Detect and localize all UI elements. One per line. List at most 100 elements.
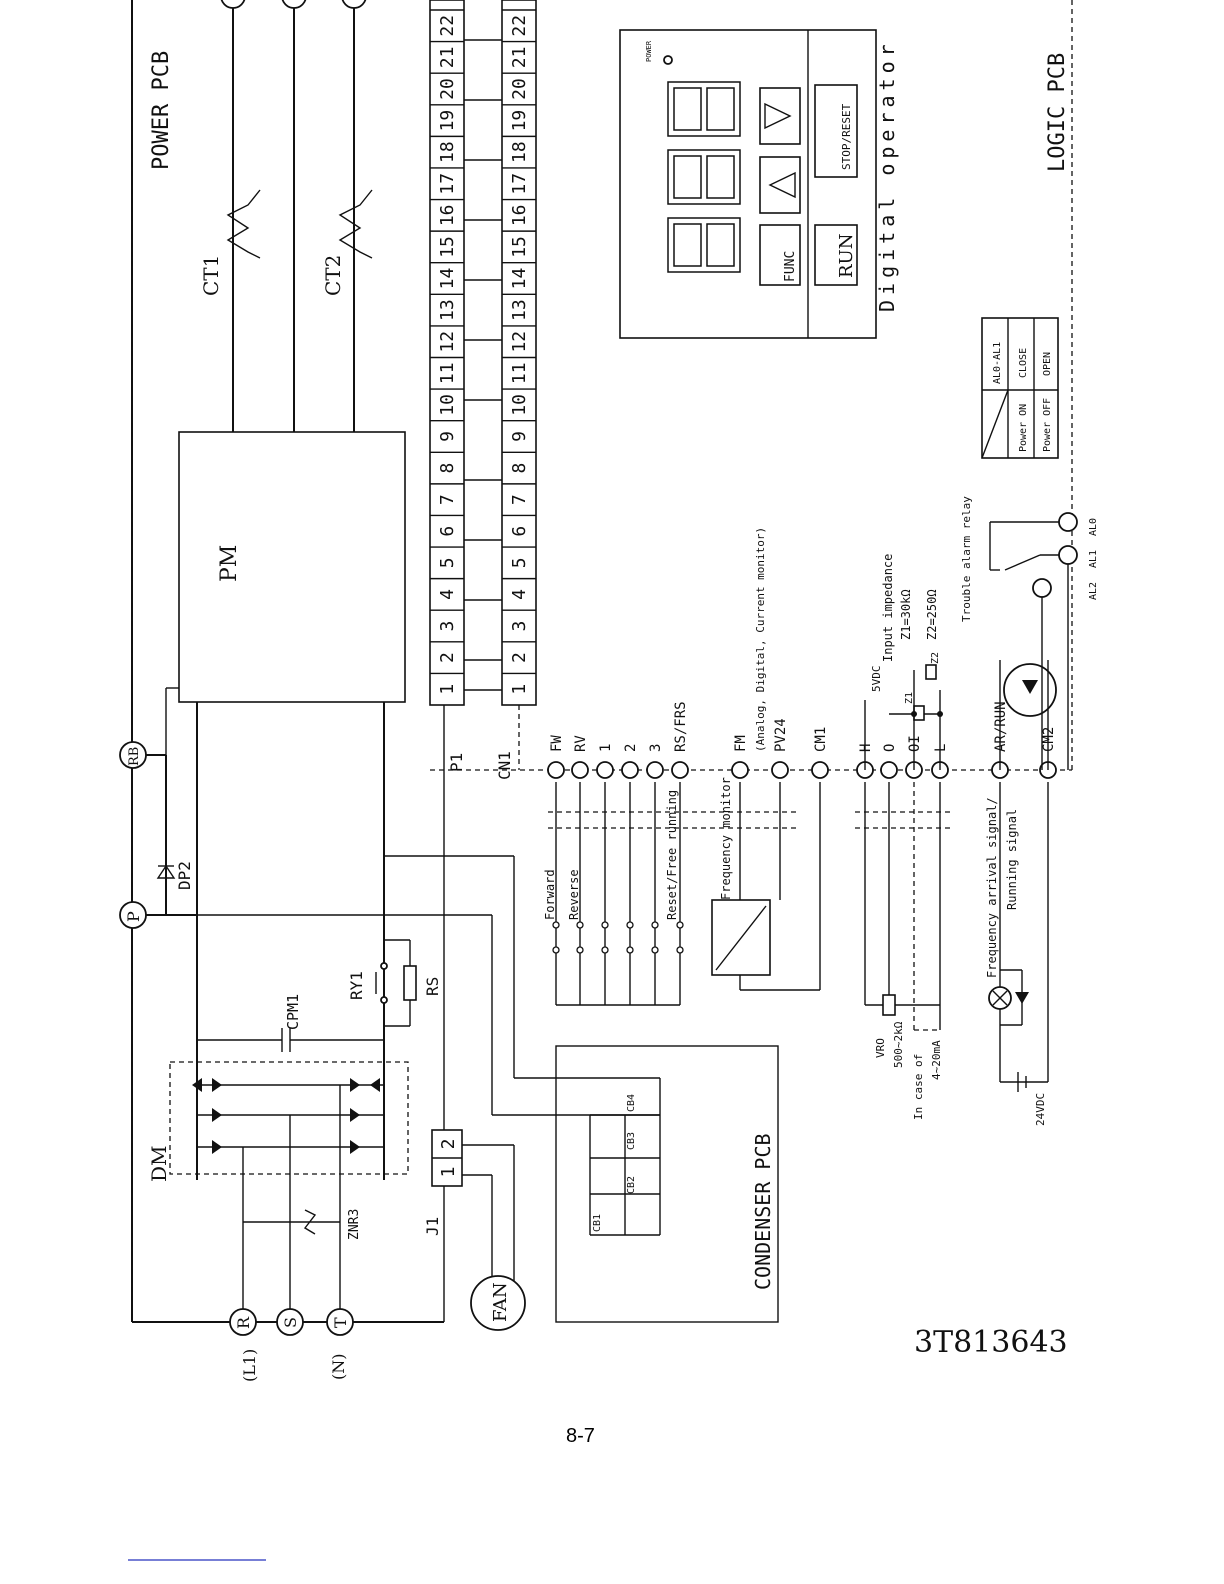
- terminal-1[interactable]: [571, 761, 589, 779]
- condenser-pcb-label: CONDENSER PCB: [751, 1133, 775, 1290]
- cn1-pin-16: 16: [509, 204, 530, 226]
- cn1-pin-4: 4: [509, 589, 530, 600]
- case-4-20b-label: 4~20mA: [930, 1040, 943, 1080]
- terminal-label-1: RV: [573, 735, 589, 752]
- run-button[interactable]: [814, 224, 858, 286]
- terminal-label-2: 1: [598, 744, 614, 752]
- terminal-label-5: RS/FRS: [673, 701, 689, 752]
- ry1-label: RY1: [347, 971, 366, 1000]
- forward-label: Forward: [543, 869, 557, 920]
- alarm-row-1-state: Power OFF: [1042, 398, 1053, 452]
- func-button[interactable]: [759, 224, 801, 286]
- p1-pin-11: 11: [437, 362, 458, 384]
- cn1-pin-13: 13: [509, 299, 530, 321]
- dm-label: DM: [147, 1145, 171, 1182]
- vro-label: VRO: [874, 1038, 887, 1058]
- seven-segment-digit-2: [667, 81, 741, 137]
- l1-label: (L1): [240, 1349, 259, 1382]
- 24vdc-label: 24VDC: [1034, 1093, 1047, 1126]
- h-5vdc-note: 5VDC: [870, 666, 883, 693]
- func-button-label: FUNC: [783, 251, 798, 282]
- terminal-label-3: 2: [623, 744, 639, 752]
- terminal-label-6: FM: [733, 735, 749, 752]
- page-number: 8-7: [566, 1425, 595, 1447]
- input-impedance-label: Input impedance: [881, 554, 895, 662]
- cn1-pin-1: 1: [509, 684, 530, 695]
- p1-pin-16: 16: [437, 204, 458, 226]
- cn1-pin-14: 14: [509, 268, 530, 290]
- alarm-row-1-value: OPEN: [1042, 352, 1053, 376]
- z2-tag: Z2: [930, 652, 941, 664]
- digital-operator-label: Digital operator: [875, 39, 899, 312]
- cb1-label: CB1: [592, 1214, 603, 1232]
- fan-label: FAN: [490, 1282, 511, 1322]
- terminal-label-9: H: [858, 744, 874, 752]
- freq-arrival-label: Frequency arrival signal/: [985, 797, 999, 978]
- p1-pin-20: 20: [437, 78, 458, 100]
- terminal-6[interactable]: [731, 761, 749, 779]
- digital-operator-panel: [619, 29, 877, 339]
- power-module-box: [178, 431, 406, 703]
- power-led-label: POWER: [645, 40, 653, 62]
- z1-tag: Z1: [904, 692, 915, 704]
- reverse-label: Reverse: [567, 869, 581, 920]
- power-led: [663, 55, 673, 65]
- terminal-label-11: OI: [907, 735, 923, 752]
- r-terminal-label: R: [234, 1316, 253, 1329]
- terminal-7[interactable]: [771, 761, 789, 779]
- alarm-row-0-state: Power ON: [1018, 404, 1029, 452]
- terminal-label-14: CM2: [1041, 727, 1057, 752]
- stop-button[interactable]: [814, 84, 858, 178]
- up-button[interactable]: [759, 156, 801, 214]
- cn1-pin-22: 22: [509, 15, 530, 37]
- p1-pin-13: 13: [437, 299, 458, 321]
- alarm-row-0-value: CLOSE: [1018, 348, 1029, 378]
- terminal-5[interactable]: [671, 761, 689, 779]
- cn1-pin-6: 6: [509, 526, 530, 537]
- p1-pin-10: 10: [437, 394, 458, 416]
- cb4-label: CB4: [626, 1094, 637, 1112]
- power-pcb-label: POWER PCB: [149, 51, 174, 170]
- terminal-label-0: FW: [549, 735, 565, 752]
- connector-p1: [429, 0, 465, 706]
- cn1-pin-17: 17: [509, 173, 530, 195]
- reset-free-label: Reset/Free running: [665, 790, 679, 920]
- n-label: (N): [329, 1354, 348, 1380]
- terminal-0[interactable]: [547, 761, 565, 779]
- cn1-pin-8: 8: [509, 463, 530, 474]
- p1-label: P1: [447, 753, 466, 772]
- p1-pin-19: 19: [437, 110, 458, 132]
- ct1-label: CT1: [199, 255, 223, 296]
- ct2-label: CT2: [321, 255, 345, 296]
- p1-pin-22: 22: [437, 15, 458, 37]
- p1-pin-18: 18: [437, 141, 458, 163]
- diode-module-box: [169, 1061, 409, 1175]
- fm-description: (Analog, Digital, Current monitor): [754, 527, 767, 752]
- cpm1-label: CPM1: [284, 994, 302, 1030]
- cn1-pin-10: 10: [509, 394, 530, 416]
- condenser-pcb-box: [555, 1045, 779, 1323]
- rb-terminal-label: RB: [127, 747, 142, 766]
- stop-button-label: STOP/RESET: [840, 103, 853, 170]
- terminal-8[interactable]: [811, 761, 829, 779]
- terminal-3[interactable]: [621, 761, 639, 779]
- p1-pin-3: 3: [437, 621, 458, 632]
- terminal-10[interactable]: [880, 761, 898, 779]
- s-terminal-label: S: [281, 1317, 300, 1328]
- j1-pin-2: 2: [438, 1139, 459, 1150]
- terminal-4[interactable]: [646, 761, 664, 779]
- p1-pin-6: 6: [437, 526, 458, 537]
- p1-pin-17: 17: [437, 173, 458, 195]
- document-number: 3T813643: [914, 1325, 1068, 1360]
- cn1-label: CN1: [495, 751, 514, 780]
- al0-label: AL0: [1088, 518, 1099, 536]
- down-button[interactable]: [759, 87, 801, 145]
- p1-pin-12: 12: [437, 331, 458, 353]
- p1-pin-4: 4: [437, 589, 458, 600]
- pm-label: PM: [217, 545, 242, 582]
- rs-label: RS: [423, 977, 442, 996]
- terminal-2[interactable]: [596, 761, 614, 779]
- al2-label: AL2: [1088, 582, 1099, 600]
- cb2-label: CB2: [626, 1176, 637, 1194]
